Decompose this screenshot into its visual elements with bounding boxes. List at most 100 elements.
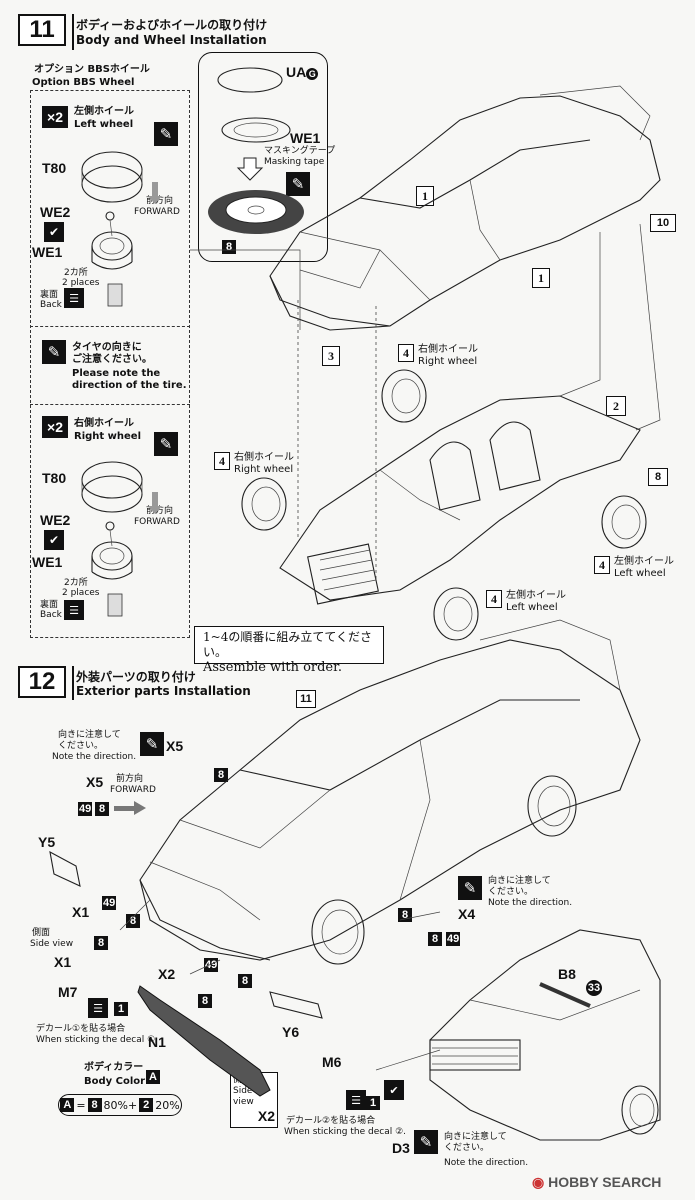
side-view-en-1: Side view xyxy=(30,939,74,949)
lw-en-c: Left wheel xyxy=(614,568,666,579)
x4-8b: 8 xyxy=(428,932,442,946)
n1-label: N1 xyxy=(148,1034,166,1050)
side-view-en-2: Side view xyxy=(233,1086,254,1107)
forward-en-right: FORWARD xyxy=(134,517,180,527)
tire-left-drawing xyxy=(81,151,162,307)
side-view-box-2: 側面 Side view X2 xyxy=(230,1072,278,1128)
color-mix-formula: A = 8 80%+ 2 20% xyxy=(58,1094,182,1116)
paint-icon: ✎ xyxy=(286,172,310,196)
x4-49: 49 xyxy=(446,932,461,946)
mix-20: 20% xyxy=(155,1098,180,1112)
masking-tape-jp: マスキングテープ xyxy=(264,146,336,156)
forward-jp-right: 前方向 xyxy=(146,506,174,516)
x1-side-label: X1 xyxy=(54,954,72,970)
decal-icon: ✔ xyxy=(44,222,64,242)
x2-49: 49 xyxy=(204,958,219,972)
two-places-jp-left: 2カ所 xyxy=(64,268,88,278)
order-4-a: 4 xyxy=(398,344,414,362)
x5-note-jp1: 向きに注意して xyxy=(58,730,121,740)
body-color-jp: ボディカラー xyxy=(84,1062,144,1073)
assemble-jp: 1~4の順番に組み立ててください。 xyxy=(203,630,372,659)
x4-note-jp2: ください。 xyxy=(488,887,534,897)
left-wheel-jp: 左側ホイール xyxy=(74,106,134,117)
two-places-en-left: 2 places xyxy=(62,278,100,288)
option-bbs-panel xyxy=(30,90,190,638)
x5-detail-label: X5 xyxy=(86,774,104,790)
mix-80: 80%+ xyxy=(103,1098,138,1112)
decal-stripes-icon: ☰ xyxy=(88,998,108,1018)
forward-en-left: FORWARD xyxy=(134,207,180,217)
order-4-c: 4 xyxy=(594,556,610,574)
decal2-en: When sticking the decal ②. xyxy=(284,1127,406,1137)
x5-color-8: 8 xyxy=(214,768,228,782)
car-exterior-drawing xyxy=(139,619,641,965)
decal-icon-2: ✔ xyxy=(44,530,64,550)
masking-inset xyxy=(198,52,328,262)
m7-label: M7 xyxy=(58,984,78,1000)
decal2-jp: デカール②を貼る場合 xyxy=(286,1116,376,1126)
step-12-divider xyxy=(72,666,74,700)
right-wheel-en: Right wheel xyxy=(74,431,142,442)
x5-forward-jp: 前方向 xyxy=(116,774,144,784)
d3-label: D3 xyxy=(392,1140,410,1156)
tire-note-jp2: ご注意ください。 xyxy=(72,354,152,365)
step-12-number: 12 xyxy=(18,666,66,698)
right-wheel-jp: 右側ホイール xyxy=(74,418,134,429)
rw-jp-b: 右側ホイール xyxy=(234,452,294,463)
x5-detail-8: 8 xyxy=(95,802,109,816)
x5-label: X5 xyxy=(166,738,184,754)
assemble-en: Assemble with order. xyxy=(203,660,343,675)
glue-icon-2: ✎ xyxy=(154,432,178,456)
decal-icon-3: ✔ xyxy=(384,1080,404,1100)
watermark: ◉ HOBBY SEARCH xyxy=(532,1174,662,1190)
two-places-en-right: 2 places xyxy=(62,588,100,598)
option-bbs-en: Option BBS Wheel xyxy=(32,77,135,88)
we2-label-left: WE2 xyxy=(40,204,71,220)
left-wheel-en: Left wheel xyxy=(74,119,134,130)
watermark-logo-icon: ◉ xyxy=(532,1174,549,1190)
x4-note-jp1: 向きに注意して xyxy=(488,876,551,886)
masking-tape-en: Masking tape xyxy=(264,157,325,167)
t80-label-right: T80 xyxy=(42,470,67,486)
car-body-drawing xyxy=(269,85,661,331)
right-wheel-qty: ×2 xyxy=(42,416,68,438)
decal1-en: When sticking the decal ①. xyxy=(36,1035,158,1045)
we1-label-right: WE1 xyxy=(32,554,63,570)
paint-stripes-icon: ☰ xyxy=(64,288,84,308)
mix-8: 8 xyxy=(87,1098,102,1112)
paint-stripes-icon-2: ☰ xyxy=(64,600,84,620)
x5-note-en: Note the direction. xyxy=(52,752,137,762)
y6-label: Y6 xyxy=(282,1024,300,1040)
option-divider-1 xyxy=(30,326,190,327)
x4-label: X4 xyxy=(458,906,476,922)
assemble-order-note: 1~4の順番に組み立ててください。 Assemble with order. xyxy=(194,626,384,675)
x5-detail-49: 49 xyxy=(78,802,93,816)
step-11-divider xyxy=(72,14,74,50)
color-8-badge: 8 xyxy=(222,240,236,254)
decal-stripes-icon-2: ☰ xyxy=(346,1090,366,1110)
caution-icon-d3: ✎ xyxy=(414,1130,438,1154)
masking-inset-drawing xyxy=(208,67,304,234)
back-en-right: Back xyxy=(40,610,62,620)
mix-2: 2 xyxy=(139,1098,154,1112)
x1-49: 49 xyxy=(102,896,117,910)
x2-8b: 8 xyxy=(198,994,212,1008)
tire-note-en2: direction of the tire. xyxy=(72,380,187,391)
part-11: 11 xyxy=(296,690,316,708)
x4-note-en: Note the direction. xyxy=(488,898,573,908)
order-3: 3 xyxy=(322,346,340,366)
step-11-title-jp: ボディーおよびホイールの取り付け xyxy=(76,18,268,32)
x2-side-label: X2 xyxy=(257,1108,275,1124)
d3-note-en: Note the direction. xyxy=(444,1158,529,1168)
lw-jp-c: 左側ホイール xyxy=(614,556,674,567)
part-8: 8 xyxy=(648,468,668,486)
step-12-title-jp: 外装パーツの取り付け xyxy=(76,670,196,684)
d3-note-jp2: ください。 xyxy=(444,1143,490,1153)
m7-decal-1: 1 xyxy=(114,1002,128,1016)
order-4-d: 4 xyxy=(486,590,502,608)
option-divider-2 xyxy=(30,404,190,405)
d3-note-jp1: 向きに注意して xyxy=(444,1132,507,1142)
glue-icon: ✎ xyxy=(154,122,178,146)
